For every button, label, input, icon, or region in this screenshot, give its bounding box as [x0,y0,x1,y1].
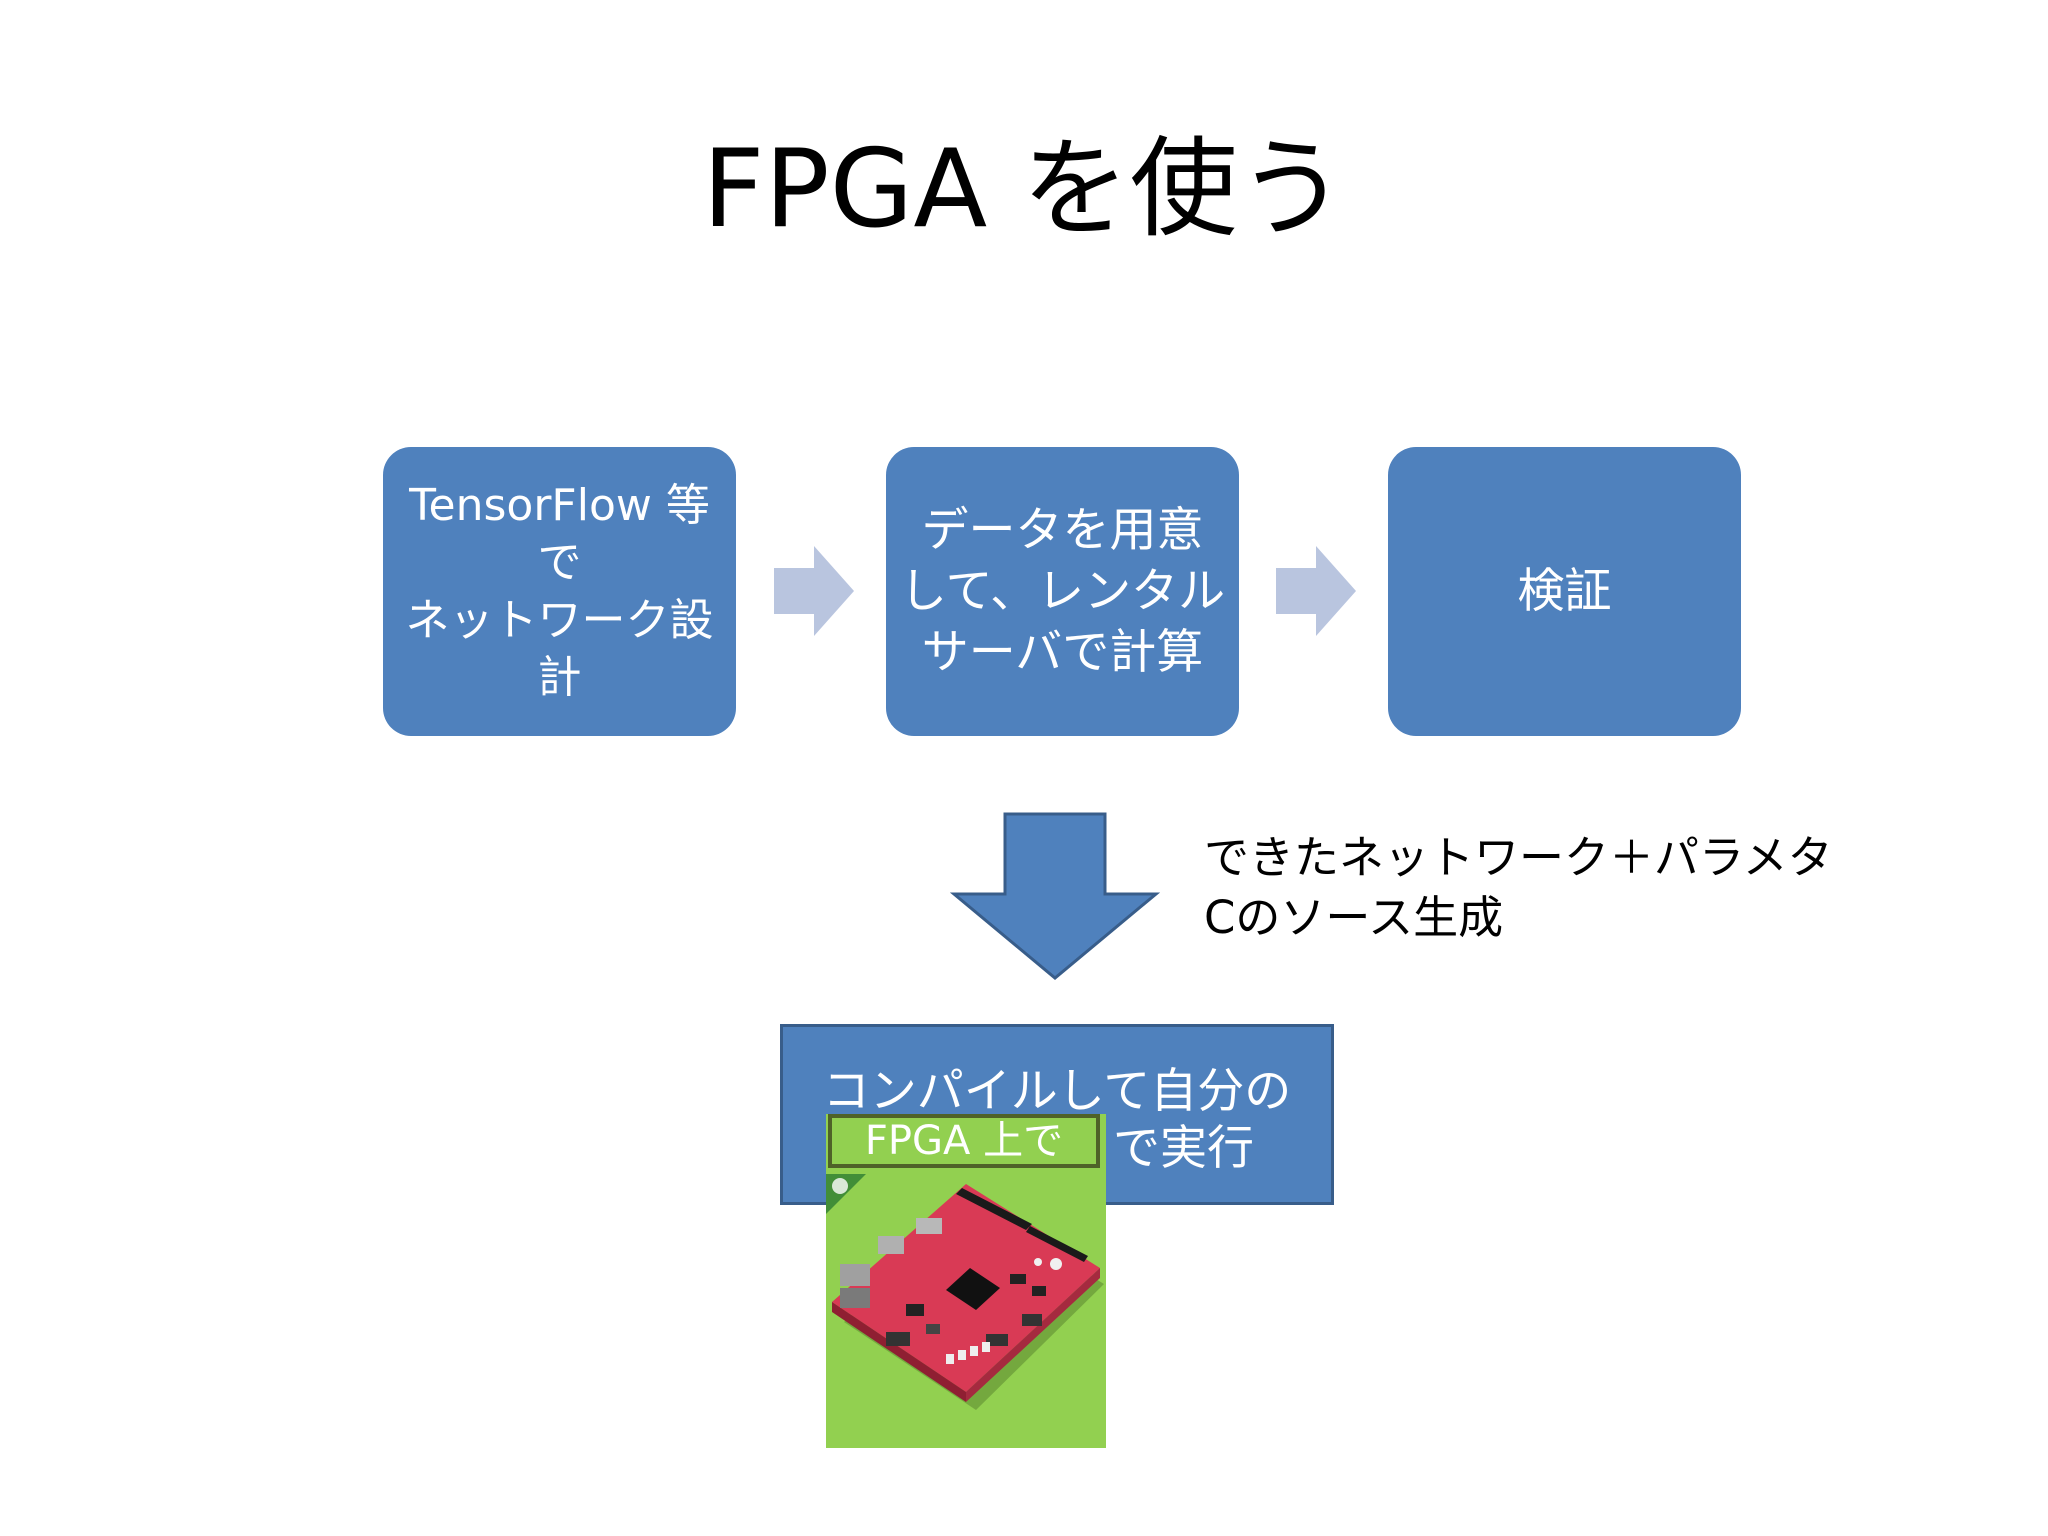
note-line: できたネットワーク＋パラメタ [1204,831,1833,884]
slide-title: FPGA を使う [702,127,1346,252]
right-arrow-icon [774,546,854,636]
generation-note: できたネットワーク＋パラメタ Cのソース生成 [1204,828,1833,948]
run-line: で実行 [1113,1121,1254,1176]
step1-line: ネットワーク設 [405,594,714,646]
fpga-board-image [826,1114,1106,1448]
fpga-photo-label: FPGA 上で [828,1114,1100,1168]
flow-step-design-network: TensorFlow 等 で ネットワーク設 計 [383,447,736,736]
step2-line: サーバで計算 [921,625,1204,681]
flow-step-verify: 検証 [1388,447,1741,736]
step3-line: 検証 [1517,563,1612,619]
fpga-board-illustration [826,1114,1106,1448]
right-arrow-icon [1276,546,1356,636]
step1-line: で [537,537,582,589]
step1-line: TensorFlow 等 [409,480,710,532]
step2-line: して、レンタル [899,563,1226,619]
down-arrow-icon [950,812,1160,980]
note-line: Cのソース生成 [1204,890,1504,944]
compile-line: コンパイルして自分の [822,1064,1292,1119]
step1-line: 計 [537,651,582,703]
step2-line: データを用意 [921,502,1204,558]
flow-step-train-on-server: データを用意 して、レンタル サーバで計算 [886,447,1239,736]
